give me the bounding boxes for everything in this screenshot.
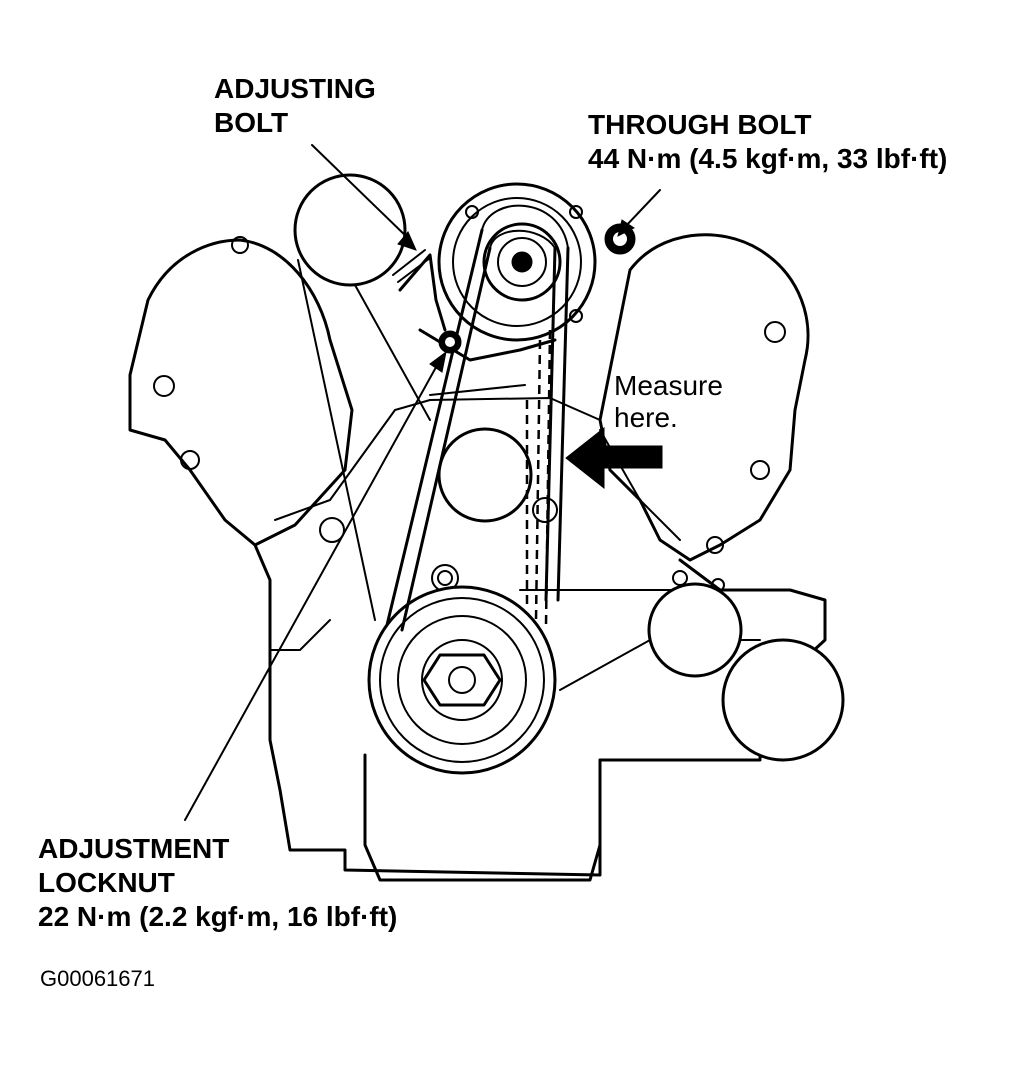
through-bolt-torque: 44 N·m (4.5 kgf·m, 33 lbf·ft): [588, 143, 948, 174]
through-bolt-leader: [617, 189, 661, 237]
water-pump-pulley: [437, 427, 533, 523]
measure-here-line1: Measure: [614, 370, 723, 401]
adjusting-bolt-label: ADJUSTING BOLT: [214, 72, 376, 140]
adjusting-bolt-label-line1: ADJUSTING: [214, 73, 376, 104]
measure-here-line2: here.: [614, 402, 678, 433]
engine-block: [128, 233, 827, 882]
locknut-leader: [184, 350, 447, 821]
figure-id: G00061671: [40, 966, 155, 991]
adjusting-bolt-label-line2: BOLT: [214, 107, 289, 138]
adjustment-locknut-line1: ADJUSTMENT: [38, 833, 230, 864]
adjustment-locknut-label: ADJUSTMENT LOCKNUT 22 N·m (2.2 kgf·m, 16…: [38, 832, 397, 934]
adjustment-locknut: [438, 330, 462, 354]
alternator-pulley: [647, 582, 743, 678]
crankshaft-pulley: [367, 585, 557, 775]
adjustment-locknut-torque: 22 N·m (2.2 kgf·m, 16 lbf·ft): [38, 901, 398, 932]
belt-dashed-outline: [525, 329, 552, 626]
adjustment-locknut-line2: LOCKNUT: [38, 867, 175, 898]
measure-here-label: Measure here.: [614, 370, 723, 434]
ac-compressor-pulley: [721, 638, 845, 762]
through-bolt-label: THROUGH BOLT 44 N·m (4.5 kgf·m, 33 lbf·f…: [588, 108, 947, 176]
left-idler-pulley: [293, 173, 407, 287]
measure-arrow-icon: [565, 426, 663, 490]
through-bolt-label-line1: THROUGH BOLT: [588, 109, 812, 140]
adjusting-bolt-leader: [311, 144, 417, 251]
